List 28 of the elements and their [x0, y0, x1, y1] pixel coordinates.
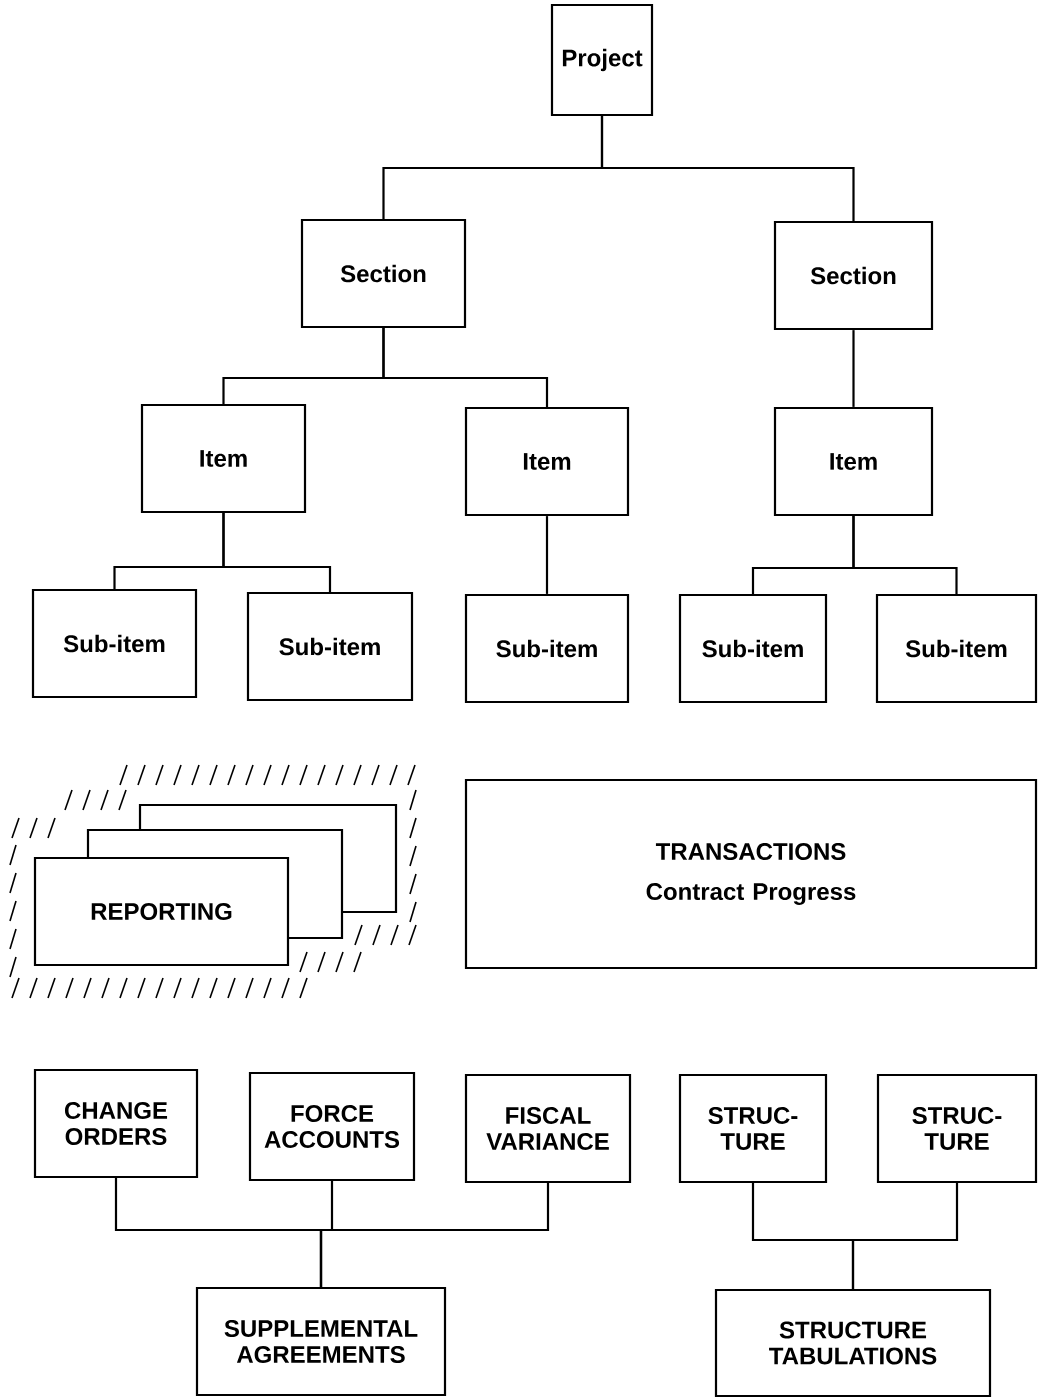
sub-item-box: Sub-item	[875, 593, 1038, 704]
category-box: STRUC- TURE	[876, 1073, 1038, 1184]
sub-item-box: Sub-item	[31, 588, 198, 699]
category-box: CHANGE ORDERS	[33, 1068, 199, 1179]
transactions-box: TRANSACTIONS Contract Progress	[464, 778, 1038, 970]
sub-item-box: Sub-item	[678, 593, 828, 704]
category-box: STRUC- TURE	[678, 1073, 828, 1184]
sub-item-box: Sub-item	[464, 593, 630, 704]
connector-line	[852, 330, 855, 407]
project-box: Project	[550, 3, 654, 117]
summary-box: SUPPLEMENTAL AGREEMENTS	[195, 1286, 447, 1397]
section-box: Section	[773, 220, 934, 331]
connector-line	[545, 516, 549, 594]
item-box: Item	[773, 406, 934, 517]
item-box: Item	[464, 406, 630, 517]
connector-line	[382, 328, 549, 407]
summary-box: STRUCTURE TABULATIONS	[714, 1288, 992, 1398]
category-box: FISCAL VARIANCE	[464, 1073, 632, 1184]
connector-line	[852, 516, 958, 594]
section-box: Section	[300, 218, 467, 329]
connector-line	[851, 1183, 959, 1289]
category-box: FORCE ACCOUNTS	[248, 1071, 416, 1182]
sub-item-box: Sub-item	[246, 591, 414, 702]
connector-line	[222, 513, 332, 592]
reporting-box: REPORTING	[33, 856, 290, 967]
item-box: Item	[140, 403, 307, 514]
connector-line	[600, 116, 855, 221]
connector-line	[319, 1183, 550, 1287]
